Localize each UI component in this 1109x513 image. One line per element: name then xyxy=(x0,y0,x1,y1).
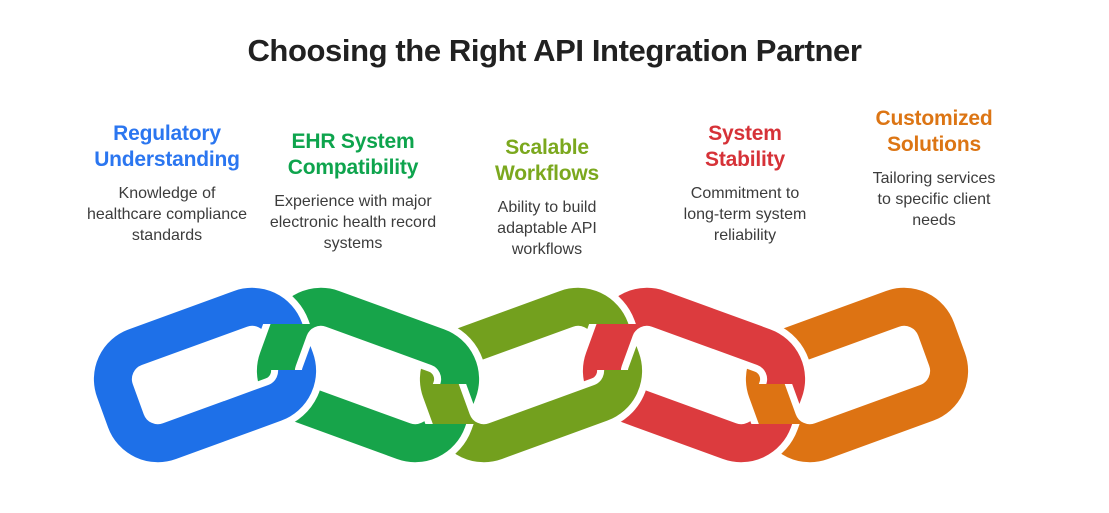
column-description: Experience with major electronic health … xyxy=(245,191,461,254)
heading-line: Compatibility xyxy=(287,156,419,179)
column-description: Commitment to long-term system reliabili… xyxy=(637,183,853,246)
description-line: workflows xyxy=(511,241,583,258)
column-heading: System Stability xyxy=(637,121,853,173)
description-line: Experience with major xyxy=(274,193,432,210)
heading-line: Workflows xyxy=(495,162,599,185)
heading-line: EHR System xyxy=(291,130,415,153)
column-description: Knowledge of healthcare compliance stand… xyxy=(59,183,275,246)
heading-line: Understanding xyxy=(94,148,240,171)
heading-line: Solutions xyxy=(887,133,981,156)
description-line: Knowledge of xyxy=(118,185,216,202)
description-line: systems xyxy=(323,235,383,252)
description-line: Commitment to xyxy=(690,185,800,202)
column-regulatory-understanding: Regulatory Understanding Knowledge of he… xyxy=(59,121,275,246)
column-scalable-workflows: Scalable Workflows Ability to build adap… xyxy=(439,135,655,260)
heading-line: System xyxy=(708,122,782,145)
description-line: electronic health record xyxy=(269,214,437,231)
column-heading: Scalable Workflows xyxy=(439,135,655,187)
column-customized-solutions: Customized Solutions Tailoring services … xyxy=(826,106,1042,231)
description-line: Ability to build xyxy=(497,199,597,216)
heading-line: Regulatory xyxy=(113,122,221,145)
column-heading: Customized Solutions xyxy=(826,106,1042,158)
heading-line: Stability xyxy=(705,148,785,171)
description-line: to specific client xyxy=(877,191,991,208)
column-ehr-system-compatibility: EHR System Compatibility Experience with… xyxy=(245,129,461,254)
column-description: Tailoring services to specific client ne… xyxy=(826,168,1042,231)
chain-link-customized-solutions xyxy=(738,280,976,470)
description-line: long-term system xyxy=(683,206,807,223)
column-heading: Regulatory Understanding xyxy=(59,121,275,173)
description-line: adaptable API xyxy=(497,220,597,237)
page-title: Choosing the Right API Integration Partn… xyxy=(247,33,862,68)
description-line: needs xyxy=(912,212,956,229)
column-heading: EHR System Compatibility xyxy=(245,129,461,181)
description-line: reliability xyxy=(713,227,777,244)
description-line: healthcare compliance xyxy=(86,206,248,223)
heading-line: Scalable xyxy=(505,136,589,159)
column-description: Ability to build adaptable API workflows xyxy=(439,197,655,260)
column-system-stability: System Stability Commitment to long-term… xyxy=(637,121,853,246)
description-line: standards xyxy=(131,227,203,244)
heading-line: Customized xyxy=(875,107,993,130)
description-line: Tailoring services xyxy=(872,170,996,187)
